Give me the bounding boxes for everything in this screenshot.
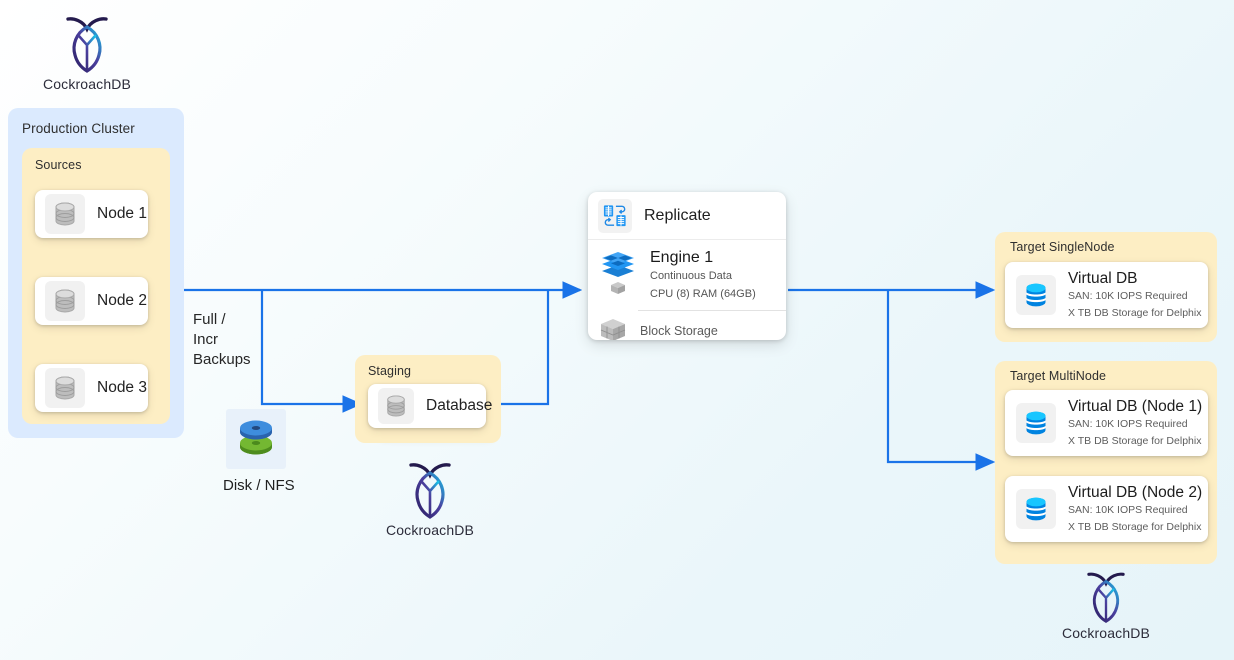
backup-flow-label: Full / Incr Backups (193, 310, 273, 369)
virtual-db-title: Virtual DB (Node 1) (1068, 397, 1203, 415)
virtual-db-card-node1[interactable]: Virtual DB (Node 1) SAN: 10K IOPS Requir… (1005, 390, 1208, 456)
virtual-db-icon (1016, 275, 1056, 315)
node-card-label: Node 3 (97, 379, 147, 396)
virtual-db-icon (1016, 403, 1056, 443)
disk-nfs-label: Disk / NFS (223, 477, 295, 494)
node-card-label: Node 1 (97, 205, 147, 222)
staging-database-card[interactable]: Database (368, 384, 495, 437)
engine-sub-1: Continuous Data (650, 269, 732, 282)
node-card-label: Node 2 (97, 292, 147, 309)
replicate-header[interactable]: Replicate (588, 192, 786, 240)
database-cylinder-icon (45, 194, 85, 234)
virtual-db-sub-1: SAN: 10K IOPS Required (1068, 290, 1188, 303)
arrow-engine-to-multi-node (886, 290, 996, 471)
block-storage-row: Block Storage (588, 311, 786, 340)
backup-label-line-3: Backups (193, 350, 251, 368)
brand-top-left: CockroachDB (22, 12, 152, 92)
target-multinode-title: Target MultiNode (1010, 369, 1107, 383)
cockroachdb-logo-icon (1087, 572, 1125, 623)
engine-body: Engine 1 Continuous Data CPU (8) RAM (64… (588, 240, 786, 302)
production-cluster-title: Production Cluster (22, 121, 135, 136)
replicate-label: Replicate (644, 206, 711, 224)
virtual-db-card-node2[interactable]: Virtual DB (Node 2) SAN: 10K IOPS Requir… (1005, 476, 1208, 542)
node-card-2[interactable]: Node 2 (35, 277, 157, 334)
engine-stack-icon (602, 252, 634, 277)
virtual-db-title: Virtual DB (Node 2) (1068, 483, 1203, 501)
virtual-db-icon (1016, 489, 1056, 529)
brand-targets: CockroachDB (1041, 568, 1171, 641)
block-storage-label: Block Storage (640, 324, 718, 339)
engine-title: Engine 1 (650, 249, 714, 266)
brand-staging: CockroachDB (365, 458, 495, 538)
disk-nfs-icon (226, 409, 286, 469)
engine-sub-2: CPU (8) RAM (64GB) (650, 287, 756, 300)
backup-label-line-1: Full / (193, 311, 226, 328)
arrow-cluster-to-staging (260, 290, 363, 413)
backup-label-line-2: Incr (193, 330, 219, 348)
database-cylinder-icon (378, 388, 414, 424)
block-storage-icon (600, 319, 626, 340)
database-cylinder-icon (45, 281, 85, 321)
target-singlenode-title: Target SingleNode (1010, 240, 1115, 254)
brand-label: CockroachDB (385, 522, 474, 538)
arrow-staging-to-engine (500, 290, 550, 406)
brand-label: CockroachDB (42, 76, 131, 92)
node-card-3[interactable]: Node 3 (35, 364, 157, 421)
staging-title: Staging (368, 364, 412, 378)
virtual-db-sub-2: X TB DB Storage for Delphix (1068, 306, 1202, 319)
virtual-db-sub-1: SAN: 10K IOPS Required (1068, 504, 1188, 517)
database-cylinder-icon (45, 368, 85, 408)
virtual-db-card-single[interactable]: Virtual DB SAN: 10K IOPS Required X TB D… (1005, 262, 1208, 328)
cockroachdb-logo-icon (66, 17, 108, 73)
sources-title: Sources (35, 158, 82, 172)
virtual-db-title: Virtual DB (1068, 269, 1138, 287)
virtual-db-sub-2: X TB DB Storage for Delphix (1068, 520, 1202, 533)
replicate-icon (598, 198, 632, 233)
disk-nfs-block: Disk / NFS (223, 409, 295, 494)
staging-database-label: Database (426, 397, 493, 414)
brand-label: CockroachDB (1061, 625, 1150, 641)
virtual-db-sub-1: SAN: 10K IOPS Required (1068, 418, 1188, 431)
node-card-1[interactable]: Node 1 (35, 190, 157, 247)
cockroachdb-logo-icon (409, 463, 451, 519)
engine-divider (638, 310, 786, 312)
engine-panel: Replicate Engine 1 (588, 192, 786, 340)
virtual-db-sub-2: X TB DB Storage for Delphix (1068, 434, 1202, 447)
